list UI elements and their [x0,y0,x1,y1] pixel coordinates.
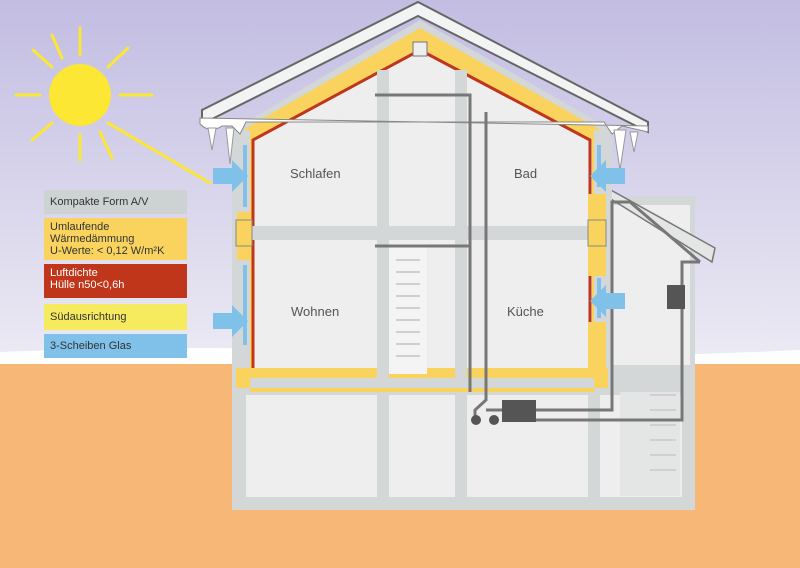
icicles [207,127,639,171]
basement-pillar [377,392,389,497]
legend-item-triple-glazing: 3-Scheiben Glas [44,334,187,358]
ventilation-ducts [375,93,701,422]
legend-item-insulation: Umlaufende Wärmedämmung U-Werte: < 0,12 … [44,218,187,260]
annex-device [667,285,685,309]
ventilation-unit [502,400,536,422]
stair-shaft [389,244,427,374]
snow-on-roof [199,117,649,135]
basement-pillar [455,392,467,497]
interior-wall [377,70,389,386]
legend-item-compact-form: Kompakte Form A/V [44,190,187,214]
room-label-schlafen: Schlafen [290,166,341,181]
legend-label: 3-Scheiben Glas [50,340,132,352]
legend-label: Umlaufende Wärmedämmung U-Werte: < 0,12 … [50,221,165,257]
insulation-right-lower [588,322,606,382]
stairs [396,259,420,357]
window-right-upper [597,145,601,187]
house-interior [252,48,592,376]
ground-floor-slab [250,378,594,388]
legend-label: Luftdichte Hülle n50<0,6h [50,267,125,291]
interior-wall [455,70,467,386]
legend-item-airtight: Luftdichte Hülle n50<0,6h [44,264,187,298]
heat-pump-valve [471,415,481,425]
floor-insulation-left [235,219,253,247]
intermediate-floor [250,226,594,240]
basement-pillar [588,392,600,497]
air-arrow-icon [213,160,625,337]
window-left-lower [243,265,247,345]
legend-label: Südausrichtung [50,311,127,323]
legend-label: Kompakte Form A/V [50,196,149,208]
basement-stairs [650,394,676,471]
heat-pump-valve [489,415,499,425]
sun-icon [14,26,212,185]
legend-item-south-orientation: Südausrichtung [44,304,187,330]
roof-vent [412,41,428,57]
floor-insulation-right [587,219,607,247]
room-label-wohnen: Wohnen [291,304,340,319]
room-label-bad: Bad [514,166,538,181]
room-label-kueche: Küche [507,304,544,319]
